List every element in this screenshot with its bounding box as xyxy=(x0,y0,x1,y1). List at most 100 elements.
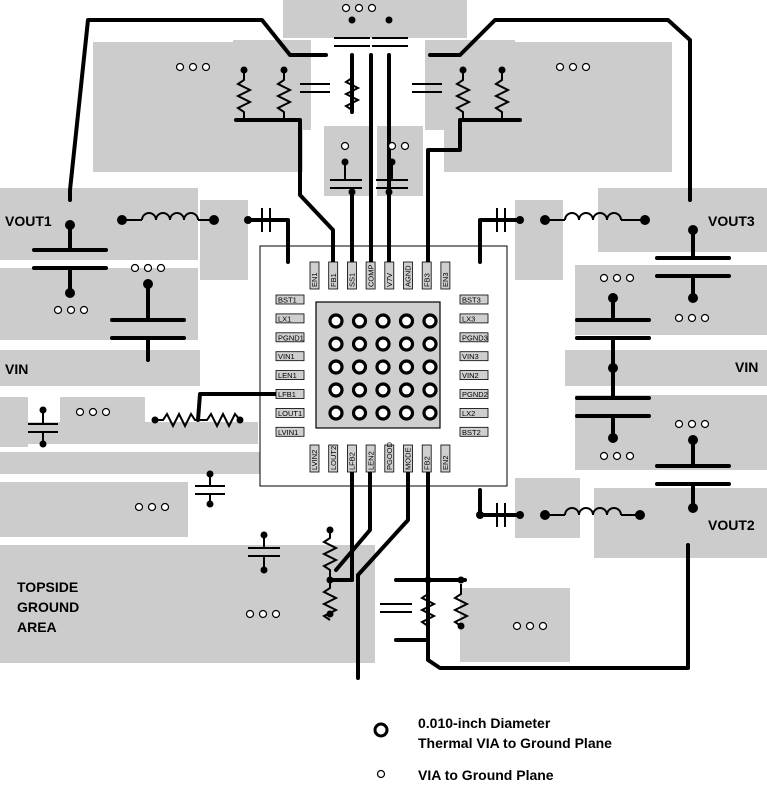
pin-pgood: PGOOD xyxy=(384,441,395,473)
thermal-via xyxy=(375,336,391,352)
label-vout3: VOUT3 xyxy=(708,213,755,229)
thermal-via xyxy=(351,359,368,375)
label-vout2: VOUT2 xyxy=(708,517,755,533)
pin-label: V7V xyxy=(385,273,394,287)
pin-label: EN3 xyxy=(441,272,450,287)
capacitor-vout3 xyxy=(655,225,731,303)
pin-fb1: FB1 xyxy=(328,261,339,290)
pin-bst3: BST3 xyxy=(459,294,489,305)
pin-len2: LEN2 xyxy=(365,444,376,473)
pin-vin1: VIN1 xyxy=(275,351,305,361)
pin-pgnd2: PGND2 xyxy=(459,389,489,399)
pin-lvin2: LVIN2 xyxy=(309,444,320,473)
legend-via: VIA to Ground Plane xyxy=(418,767,554,783)
pin-label: LFB1 xyxy=(278,390,296,399)
capacitor-vin3 xyxy=(575,293,651,400)
inductor-l2 xyxy=(540,507,645,520)
pin-en2: EN2 xyxy=(440,444,451,473)
pin-label: SS1 xyxy=(348,273,357,287)
thermal-via xyxy=(375,382,391,398)
thermal-via-legend-icon xyxy=(373,722,389,738)
thermal-via xyxy=(351,382,368,398)
pin-comp: COMP xyxy=(365,261,376,290)
pin-fb2: FB2 xyxy=(421,444,432,473)
pin-lx2: LX2 xyxy=(459,407,489,418)
thermal-via xyxy=(398,313,415,329)
pin-label: FB3 xyxy=(422,273,431,287)
thermal-via xyxy=(422,405,438,421)
pin-label: MODE xyxy=(404,448,413,471)
pin-label: FB1 xyxy=(329,273,338,287)
legend-thermal-line2: Thermal VIA to Ground Plane xyxy=(418,735,612,751)
legend: 0.010-inch Diameter Thermal VIA to Groun… xyxy=(373,715,612,783)
capacitor-vout1 xyxy=(32,220,108,298)
pin-label: VIN1 xyxy=(278,352,295,361)
pin-label: LEN2 xyxy=(366,451,375,470)
thermal-via xyxy=(422,382,438,398)
pin-label: LFB2 xyxy=(348,452,357,470)
pin-bst2: BST2 xyxy=(459,426,489,437)
thermal-via xyxy=(375,405,391,421)
pin-pgnd3: PGND3 xyxy=(459,332,489,342)
thermal-via xyxy=(328,382,344,398)
thermal-via xyxy=(351,405,368,421)
thermal-via xyxy=(328,313,344,329)
pin-lout2: LOUT2 xyxy=(328,444,339,473)
pin-label: LOUT1 xyxy=(278,409,302,418)
legend-thermal-line1: 0.010-inch Diameter xyxy=(418,715,551,731)
pin-agnd: AGND xyxy=(403,261,413,290)
pin-pgnd1: PGND1 xyxy=(275,332,305,342)
pin-label: PGND1 xyxy=(278,333,304,342)
pin-lvin1: LVIN1 xyxy=(275,426,305,437)
pin-label: LVIN1 xyxy=(278,428,298,437)
pin-label: BST2 xyxy=(462,428,481,437)
label-topside-ground-2: GROUND xyxy=(17,599,79,615)
label-topside-ground-1: TOPSIDE xyxy=(17,579,78,595)
thermal-via-array xyxy=(328,313,438,421)
thermal-via xyxy=(398,382,415,398)
pins-top: EN1 FB1 SS1 COMP V7V AGND FB3 EN3 xyxy=(309,261,451,290)
pin-label: LOUT2 xyxy=(329,446,338,470)
pin-label: LEN1 xyxy=(278,371,297,380)
thermal-via xyxy=(422,313,438,329)
resistors xyxy=(155,60,511,640)
label-vout1: VOUT1 xyxy=(5,213,52,229)
thermal-via xyxy=(328,359,344,375)
thermal-via xyxy=(375,359,391,375)
pin-label: PGND3 xyxy=(462,333,488,342)
pin-mode: MODE xyxy=(403,444,413,473)
pin-lfb2: LFB2 xyxy=(346,444,357,473)
pin-en3: EN3 xyxy=(440,261,451,290)
pin-label: BST3 xyxy=(462,296,481,305)
pin-label: VIN2 xyxy=(462,371,479,380)
inductor-l3 xyxy=(540,212,650,225)
pin-lfb1: LFB1 xyxy=(275,389,305,399)
inductor-l1 xyxy=(117,212,219,225)
label-vin-left: VIN xyxy=(5,361,28,377)
pin-fb3: FB3 xyxy=(421,261,432,290)
pin-lx3: LX3 xyxy=(459,313,489,323)
pin-label: PGOOD xyxy=(385,441,394,470)
pin-len1: LEN1 xyxy=(275,370,305,380)
pin-lout1: LOUT1 xyxy=(275,407,305,418)
thermal-via xyxy=(398,405,415,421)
pin-ss1: SS1 xyxy=(346,261,357,290)
pin-label: COMP xyxy=(366,265,375,288)
pin-en1: EN1 xyxy=(309,261,320,290)
thermal-via xyxy=(398,359,415,375)
pin-v7v: V7V xyxy=(384,261,395,290)
thermal-via xyxy=(375,313,391,329)
pin-label: BST1 xyxy=(278,296,297,305)
capacitor-vin1 xyxy=(110,279,186,362)
pin-vin2: VIN2 xyxy=(459,370,489,380)
pin-label: VIN3 xyxy=(462,352,479,361)
capacitor-vin2 xyxy=(575,396,651,443)
thermal-via xyxy=(351,313,368,329)
via-legend-icon xyxy=(376,769,386,779)
thermal-via xyxy=(328,336,344,352)
routing-traces xyxy=(68,18,692,680)
pin-lx1: LX1 xyxy=(275,313,305,323)
capacitor-vout2 xyxy=(655,435,731,513)
